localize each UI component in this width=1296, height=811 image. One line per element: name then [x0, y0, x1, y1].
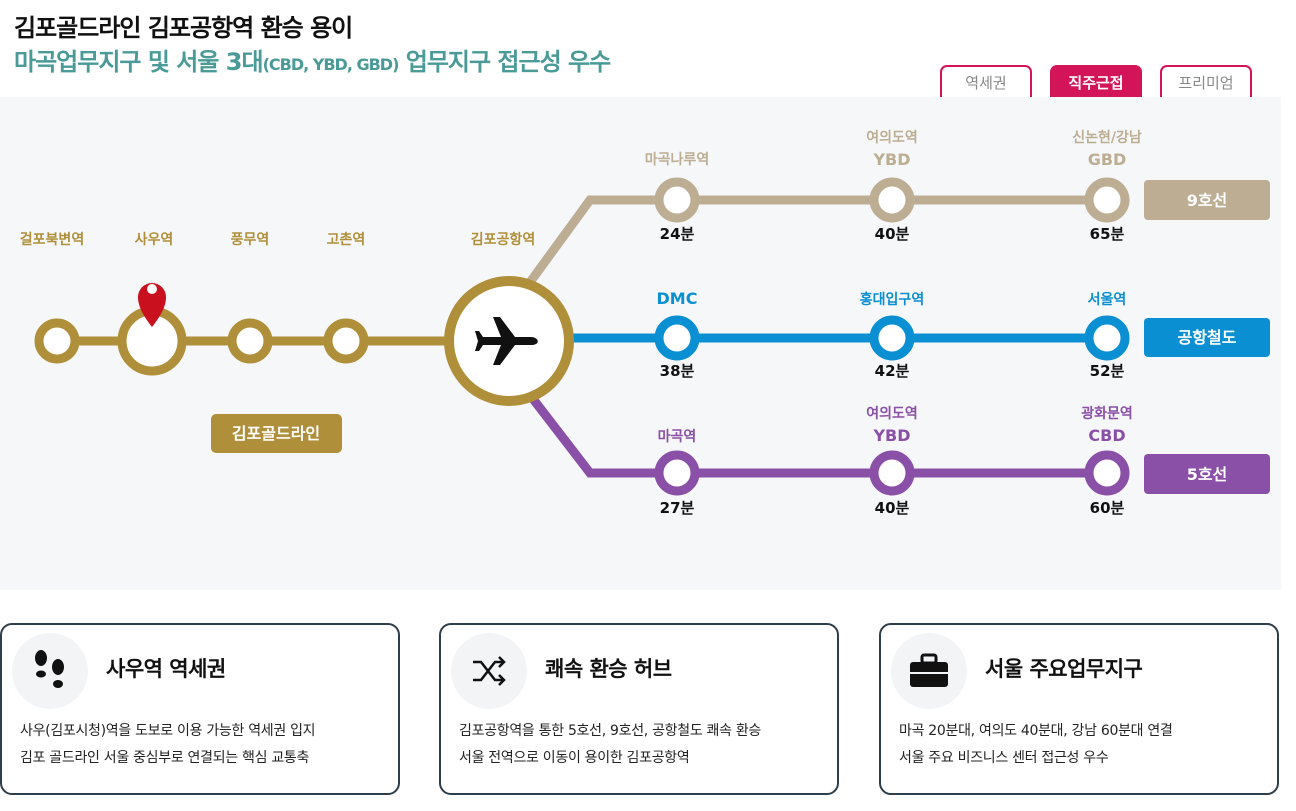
station-node[interactable] [869, 315, 915, 361]
feature-card-transfer-hub: 쾌속 환승 허브 김포공항역을 통한 5호선, 9호선, 공항철도 쾌속 환승 … [439, 623, 839, 795]
card-description: 마곡 20분대, 여의도 40분대, 강남 60분대 연결 [899, 723, 1173, 739]
station-label: 홍대입구역 [860, 291, 924, 308]
station-node[interactable] [654, 315, 700, 361]
map-pin-icon [138, 283, 166, 327]
station-label: 광화문역 [1081, 405, 1133, 422]
card-description: 사우(김포시청)역을 도보로 이용 가능한 역세권 입지 [20, 723, 316, 739]
station-label: 마곡역 [658, 428, 697, 445]
airplane-icon [475, 317, 538, 365]
travel-time: 65분 [1090, 225, 1125, 243]
route-map: 걸포북변역 사우역 풍무역 고촌역 김포공항역 김포골드라인 마곡나루역 여의도… [20, 129, 1270, 517]
station-geolpo[interactable] [34, 318, 80, 364]
page-subtitle: 마곡업무지구 및 서울 3대(CBD, YBD, GBD) 업무지구 접근성 우… [14, 42, 611, 77]
station-label: DMC [657, 289, 698, 308]
station-node[interactable] [654, 450, 700, 496]
station-label: 풍무역 [231, 231, 270, 248]
station-label: 마곡나루역 [645, 151, 709, 168]
station-label: 서울역 [1088, 291, 1127, 308]
station-node[interactable] [869, 177, 915, 223]
line-5-badge [1144, 454, 1270, 494]
subtitle-main: 마곡업무지구 및 서울 3대 [14, 48, 264, 76]
tab-work-proximity[interactable]: 직주근접 [1050, 65, 1142, 97]
feature-card-business-district: 서울 주요업무지구 마곡 20분대, 여의도 40분대, 강남 60분대 연결 … [879, 623, 1279, 795]
travel-time: 24분 [660, 225, 695, 243]
travel-time: 42분 [875, 362, 910, 380]
subtitle-small: (CBD, YBD, GBD) [262, 55, 400, 74]
travel-time: 52분 [1090, 362, 1125, 380]
station-label: 사우역 [135, 231, 174, 248]
card-title: 쾌속 환승 허브 [545, 657, 672, 681]
card-title: 서울 주요업무지구 [985, 657, 1143, 681]
line-9-path [524, 195, 1107, 288]
tab-premium[interactable]: 프리미엄 [1160, 65, 1252, 97]
line-5-badge-label: 5호선 [1187, 465, 1228, 484]
station-label: 고촌역 [327, 231, 366, 248]
travel-time: 38분 [660, 362, 695, 380]
airport-rail-badge-label: 공항철도 [1178, 328, 1237, 347]
travel-time: 27분 [660, 499, 695, 517]
gold-line-badge [211, 414, 342, 453]
travel-time: 40분 [875, 499, 910, 517]
station-node[interactable] [1084, 177, 1130, 223]
station-label: 여의도역 [866, 129, 918, 146]
station-node[interactable] [1084, 450, 1130, 496]
subtitle-end: 업무지구 접근성 우수 [398, 48, 611, 76]
station-label: 김포공항역 [471, 231, 535, 248]
shuffle-icon [451, 633, 527, 709]
line-9-badge [1144, 180, 1270, 220]
district-label: YBD [872, 426, 910, 445]
card-description: 김포 골드라인 서울 중심부로 연결되는 핵심 교통축 [20, 750, 310, 766]
card-description: 서울 전역으로 이동이 용이한 김포공항역 [459, 750, 690, 766]
district-label: CBD [1088, 426, 1125, 445]
line-9-badge-label: 9호선 [1187, 191, 1228, 210]
tab-station-area[interactable]: 역세권 [940, 65, 1032, 97]
briefcase-icon [891, 633, 967, 709]
card-title: 사우역 역세권 [106, 657, 226, 681]
station-node[interactable] [869, 450, 915, 496]
line-5-path [526, 392, 1107, 478]
district-label: YBD [872, 150, 910, 169]
station-gochon[interactable] [323, 318, 369, 364]
station-pungmu[interactable] [227, 318, 273, 364]
page-title: 김포골드라인 김포공항역 환승 용이 [14, 14, 353, 42]
travel-time: 40분 [875, 225, 910, 243]
station-node[interactable] [654, 177, 700, 223]
feature-card-station-area: 사우역 역세권 사우(김포시청)역을 도보로 이용 가능한 역세권 입지 김포 … [0, 623, 400, 795]
card-description: 서울 주요 비즈니스 센터 접근성 우수 [899, 750, 1109, 766]
station-label: 신논현/강남 [1072, 129, 1142, 146]
station-label: 걸포북변역 [20, 231, 84, 248]
station-node[interactable] [1084, 315, 1130, 361]
station-label: 여의도역 [866, 405, 918, 422]
card-description: 김포공항역을 통한 5호선, 9호선, 공항철도 쾌속 환승 [459, 723, 762, 739]
footprints-icon [12, 633, 88, 709]
district-label: GBD [1088, 150, 1127, 169]
gold-line-badge-label: 김포골드라인 [232, 424, 320, 443]
travel-time: 60분 [1090, 499, 1125, 517]
airport-rail-badge [1144, 318, 1270, 357]
